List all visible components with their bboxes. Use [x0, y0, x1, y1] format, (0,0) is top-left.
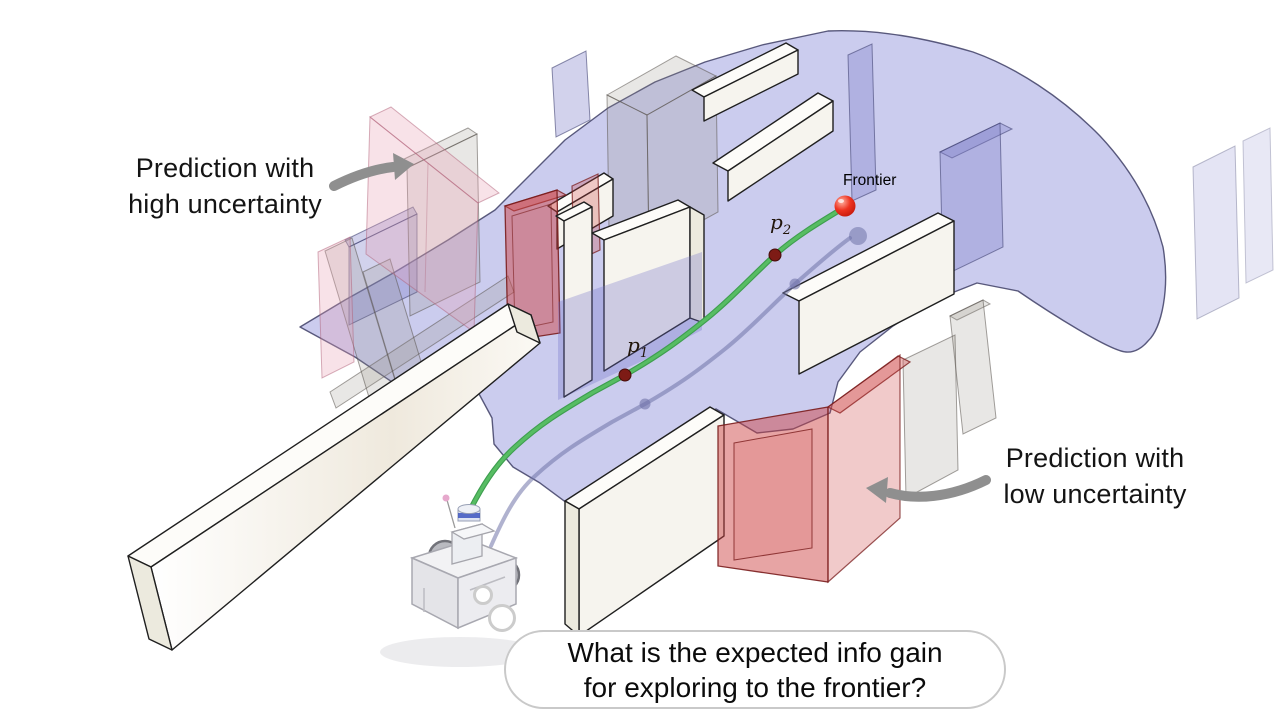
ghost-wall-far-right-1 [1193, 146, 1239, 319]
waypoint-label-p2-sub: 2 [782, 223, 792, 238]
waypoint-label-p1-base: p [627, 333, 640, 357]
red-wall-center-front [505, 190, 560, 341]
wall-long-right-cap [508, 304, 540, 343]
ghost-box-behind-red [903, 335, 958, 498]
ghost-wall-top-sliver [552, 51, 590, 137]
waypoint-dot-p1 [619, 369, 631, 381]
frontier-marker-highlight [838, 199, 844, 203]
wall-topcorridor-front [728, 101, 833, 201]
frontier-marker [834, 195, 856, 217]
label-high-line2: high uncertainty [128, 189, 322, 219]
label-high-line1: Prediction with [135, 153, 315, 183]
arrow-high-shaft [334, 167, 393, 186]
red-wall-center-inner-frame [512, 204, 553, 330]
robot-shadow [380, 637, 540, 667]
arrow-low-head [866, 477, 888, 503]
robot-panel-line-2 [470, 577, 505, 590]
observed-free-space-region [300, 31, 1166, 503]
red-wall-low-inner-frame [734, 429, 812, 560]
ghost-box-lower-right-front [950, 300, 996, 434]
robot-sensor-mast-top [452, 524, 494, 539]
walls [128, 43, 954, 650]
label-high-uncertainty: Prediction with high uncertainty [72, 150, 378, 222]
arrow-high-head [393, 153, 414, 180]
question-bubble: What is the expected info gain for explo… [504, 630, 1006, 709]
ghost-wall-center-front [407, 134, 480, 316]
shadow-dot-frontier [849, 227, 867, 245]
blue-wash-center-cluster [558, 252, 702, 400]
arrow-low-shaft [890, 480, 986, 497]
waypoint-label-p2: p2 [770, 210, 791, 238]
waypoint-label-p1: p1 [627, 333, 648, 361]
robot-antenna [447, 500, 455, 528]
bubble-tail-circle-large [490, 606, 515, 631]
robot-antenna-ball [442, 494, 450, 502]
shadow-dot-p2 [789, 278, 801, 290]
ghost-wall-top-right [848, 44, 876, 201]
pink-slab-small [318, 237, 354, 378]
ghost-walls-unobserved [325, 56, 996, 498]
shadow-dot-p1 [639, 398, 651, 410]
label-low-uncertainty: Prediction with low uncertainty [942, 440, 1248, 512]
wall-bottom-left-cap [565, 501, 579, 636]
arrow-low-uncertainty [866, 477, 986, 503]
waypoint-label-p1-sub: 1 [639, 346, 649, 361]
question-bubble-line1: What is the expected info gain [567, 636, 943, 668]
bubble-tail-circle-small [475, 587, 492, 604]
speech-bubble-tail [475, 587, 515, 631]
path-shadow [491, 227, 867, 546]
wall-right-corridor-front [799, 221, 954, 374]
path-green-line [468, 207, 845, 514]
red-wall-low-side [828, 355, 900, 582]
question-bubble-line2: for exploring to the frontier? [583, 671, 927, 703]
exploration-path [468, 195, 856, 515]
wall-topfar-front [704, 50, 798, 121]
low-uncertainty-prediction [718, 355, 910, 582]
wall-long-left-cap [128, 556, 172, 650]
frontier-label: Frontier [843, 172, 897, 189]
pink-slab-fold-line [425, 163, 428, 292]
waypoint-label-p2-base: p [770, 210, 783, 234]
label-low-line2: low uncertainty [1003, 479, 1187, 509]
waypoint-dot-p2 [769, 249, 781, 261]
label-low-line1: Prediction with [1005, 443, 1185, 473]
lidar-blue-band [458, 513, 480, 518]
arrow-high-uncertainty [334, 153, 414, 186]
lidar-top [458, 505, 480, 514]
wall-center-column-front [564, 207, 592, 397]
ghost-wall-far-right-2 [1243, 128, 1273, 283]
